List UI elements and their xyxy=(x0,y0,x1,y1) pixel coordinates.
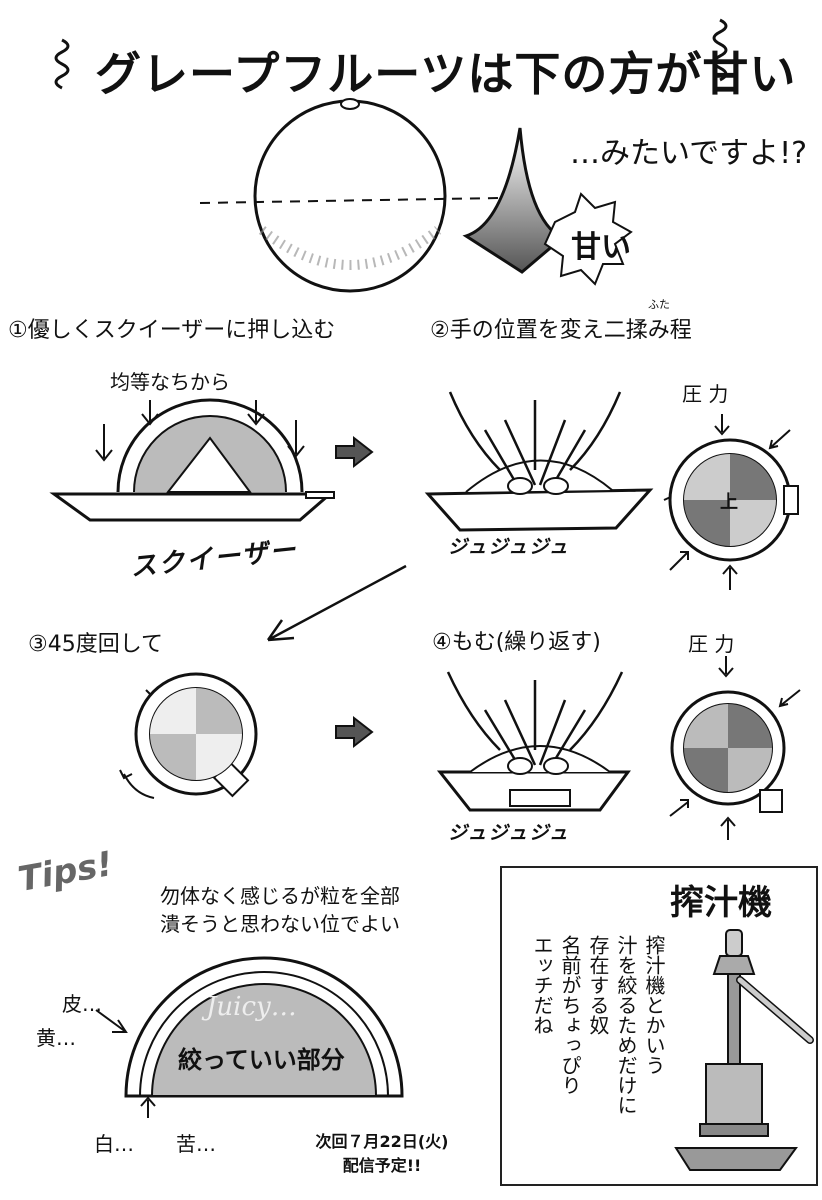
sfx-juju-2: ジュジュジュ xyxy=(448,822,571,844)
title-squiggle-right xyxy=(712,18,728,82)
page-title: グレープフルーツは下の方が甘い xyxy=(95,47,797,101)
next-arrow-2 xyxy=(335,715,374,749)
yellow-label: 黄… xyxy=(36,1026,76,1050)
step-2-ruby: ふた xyxy=(648,298,670,311)
sfx-juju-1: ジュジュジュ xyxy=(448,536,571,558)
even-force-label: 均等なちから xyxy=(110,370,230,394)
amai-burst xyxy=(543,192,633,286)
juicer-text-col-1: 搾汁機とかいう xyxy=(642,935,666,1075)
return-arrow xyxy=(266,564,407,642)
juicer-text-col-4: 名前がちょっぴり xyxy=(558,935,582,1095)
squeeze-ok-label: 絞っていい部分 xyxy=(178,1046,345,1074)
juicer-text-col-5: エッチだね xyxy=(530,935,554,1035)
title-squiggle-left xyxy=(54,38,70,90)
step-2-text: ②手の位置を変え二揉み程 xyxy=(430,318,692,343)
peel-label: 皮… xyxy=(62,992,102,1016)
step-1-text: ①優しくスクイーザーに押し込む xyxy=(8,318,336,343)
tip-line-2: 潰そうと思わない位でよい xyxy=(160,912,400,936)
bitter-label: 苦… xyxy=(176,1132,216,1156)
pie-rotated xyxy=(119,672,258,799)
next-episode-line-1: 次回７月22日(火) xyxy=(315,1132,449,1151)
hands-squeezing-1 xyxy=(424,391,654,532)
juicy-label: Juicy… xyxy=(206,992,297,1022)
pie-topview-1 xyxy=(663,414,799,590)
sweet-down-arrow xyxy=(462,127,565,274)
juicer-machine-illustration xyxy=(674,929,814,1171)
tip-line-1: 勿体なく感じるが粒を全部 xyxy=(160,884,400,908)
grapefruit-illustration xyxy=(199,98,501,293)
hands-squeezing-2 xyxy=(436,671,631,812)
cross-section-diagram xyxy=(95,956,404,1118)
step-4-text: ④もむ(繰り返す) xyxy=(432,630,601,655)
squeezer-illustration xyxy=(49,398,335,522)
next-arrow-1 xyxy=(335,435,374,469)
juicer-text-col-3: 存在する奴 xyxy=(586,935,610,1035)
pie-topview-2 xyxy=(669,656,801,840)
step-3-text: ③45度回して xyxy=(28,632,164,657)
juicer-title: 搾汁機 xyxy=(670,883,772,923)
pressure-label-2: 圧 力 xyxy=(688,632,735,656)
pressure-label-1: 圧 力 xyxy=(682,382,729,406)
pie-top-label: 上 xyxy=(720,492,738,513)
next-episode-line-2: 配信予定!! xyxy=(342,1156,422,1175)
juicer-panel xyxy=(500,866,818,1186)
white-label: 白… xyxy=(94,1132,134,1156)
page-subtitle: …みたいですよ!? xyxy=(570,136,808,171)
juicer-text-col-2: 汁を絞るためだけに xyxy=(614,935,638,1115)
amai-callout: 甘い xyxy=(571,230,631,265)
